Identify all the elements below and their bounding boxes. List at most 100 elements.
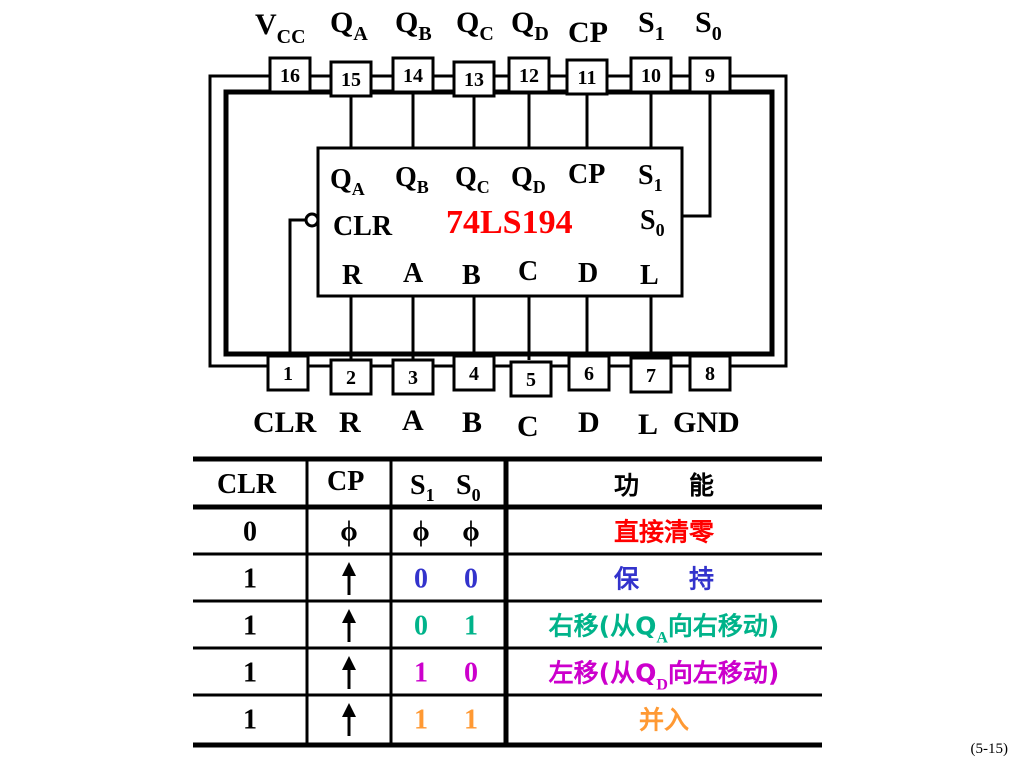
pin-4: 4 [452, 354, 496, 392]
pin-3: 3 [391, 358, 435, 396]
bottom-wires [349, 296, 653, 360]
bottom-pin-row: 1 2 3 4 5 6 7 8 [266, 354, 732, 398]
label-qb: QB [395, 6, 432, 45]
table-row: 1 0 1 右移(从QA向右移动) [243, 609, 779, 647]
pin-8: 8 [688, 354, 732, 392]
pin-16: 16 [268, 56, 312, 94]
pin-1: 1 [266, 354, 310, 392]
label-vcc: VCC [255, 8, 306, 48]
chip-label-l: L [640, 260, 659, 291]
label-qd: QD [511, 6, 549, 45]
pin-number: 5 [526, 369, 536, 391]
cell-function: 并入 [639, 706, 689, 735]
top-wires [288, 92, 712, 358]
top-labels: VCC QA QB QC QD CP S1 S0 [255, 6, 722, 49]
pin-14: 14 [391, 56, 435, 94]
cell-s0: ϕ [462, 517, 479, 548]
pin-7: 7 [629, 356, 673, 394]
pin-2: 2 [329, 358, 373, 396]
chip-labels: QA QB QC QD CP S1 CLR 74LS194 S0 R A B C… [330, 159, 665, 291]
table-row: 1 1 0 左移(从QD向左移动) [243, 656, 779, 694]
bottom-labels: CLR R A B C D L GND [253, 404, 740, 443]
label-qa: QA [330, 6, 368, 45]
header-cp: CP [327, 466, 364, 497]
pin-11: 11 [565, 58, 609, 96]
label-c: C [517, 410, 539, 443]
pin-9: 9 [688, 56, 732, 94]
header-s0: S0 [456, 470, 481, 505]
label-cp: CP [568, 16, 608, 49]
cell-s1: ϕ [412, 517, 429, 548]
label-l: L [638, 408, 658, 441]
up-arrow-icon [342, 609, 356, 642]
chip-label-cp: CP [568, 159, 605, 190]
pin-number: 2 [346, 367, 356, 389]
label-a: A [402, 404, 424, 437]
chip-label-clr: CLR [333, 211, 393, 242]
cell-s0: 0 [464, 658, 478, 689]
cell-s0: 1 [464, 611, 478, 642]
cell-function: 直接清零 [614, 518, 715, 547]
clr-inversion-bubble [304, 212, 320, 228]
cell-clr: 1 [243, 705, 257, 736]
chip-body [316, 146, 684, 298]
chip-name: 74LS194 [446, 204, 573, 241]
pin-number: 15 [341, 69, 361, 91]
up-arrow-icon [342, 562, 356, 595]
cell-function: 左移(从QD向左移动) [549, 659, 780, 694]
pin-number: 11 [578, 67, 597, 89]
header-s1: S1 [410, 470, 435, 505]
label-clr: CLR [253, 406, 317, 439]
label-gnd: GND [673, 406, 740, 439]
chip-label-qa: QA [330, 164, 365, 199]
pin-number: 7 [646, 365, 656, 387]
chip-label-qb: QB [395, 162, 429, 197]
label-r: R [339, 406, 361, 439]
chip-label-qc: QC [455, 162, 490, 197]
chip-label-d: D [578, 258, 598, 289]
cell-s1: 0 [414, 611, 428, 642]
ic-package [208, 74, 788, 368]
pin-number: 1 [283, 363, 293, 385]
label-qc: QC [456, 6, 494, 45]
pin-number: 4 [469, 363, 479, 385]
chip-label-s1: S1 [638, 160, 663, 195]
pin-number: 8 [705, 363, 715, 385]
pin-6: 6 [567, 354, 611, 392]
header-clr: CLR [217, 469, 277, 500]
cell-clr: 1 [243, 611, 257, 642]
pin-number: 14 [403, 65, 423, 87]
chip-label-c: C [518, 256, 538, 287]
label-b: B [462, 406, 482, 439]
cell-clr: 1 [243, 564, 257, 595]
top-pin-row: 16 15 14 13 12 11 10 9 [268, 56, 732, 98]
page-number: (5-15) [970, 741, 1009, 757]
chip-label-r: R [342, 260, 363, 291]
chip-label-s0: S0 [640, 205, 665, 240]
pin-number: 3 [408, 367, 418, 389]
chip-label-qd: QD [511, 162, 546, 197]
chip-label-b: B [462, 260, 481, 291]
cell-function: 右移(从QA向右移动) [549, 612, 780, 647]
label-d: D [578, 406, 600, 439]
chip-label-a: A [403, 258, 424, 289]
cell-clr: 1 [243, 658, 257, 689]
pin-number: 12 [519, 65, 539, 87]
table-header: CLR CP S1 S0 功 能 [217, 466, 714, 505]
pin-number: 9 [705, 65, 715, 87]
pin-15: 15 [329, 60, 373, 98]
table-row: 0 ϕ ϕ ϕ 直接清零 [243, 517, 715, 548]
up-arrow-icon [342, 703, 356, 736]
cell-s0: 0 [464, 564, 478, 595]
cell-function: 保 持 [613, 565, 714, 594]
cell-cp: ϕ [340, 517, 357, 548]
cell-s1: 1 [414, 658, 428, 689]
pin-number: 10 [641, 65, 661, 87]
cell-s0: 1 [464, 705, 478, 736]
pin-number: 13 [464, 69, 484, 91]
cell-clr: 0 [243, 517, 257, 548]
